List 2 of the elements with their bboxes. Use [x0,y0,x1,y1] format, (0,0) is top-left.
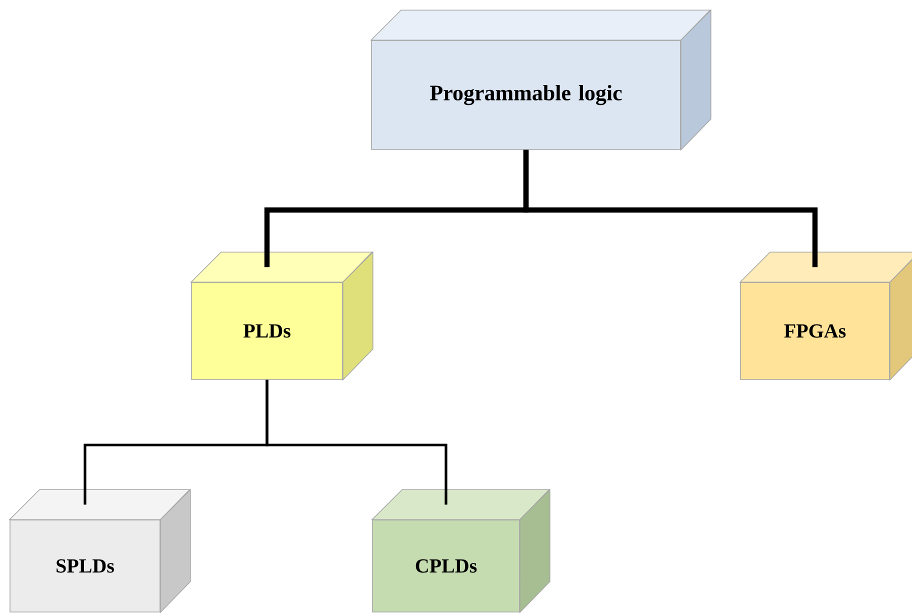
connector-line [266,380,448,505]
connector-line [523,150,818,268]
